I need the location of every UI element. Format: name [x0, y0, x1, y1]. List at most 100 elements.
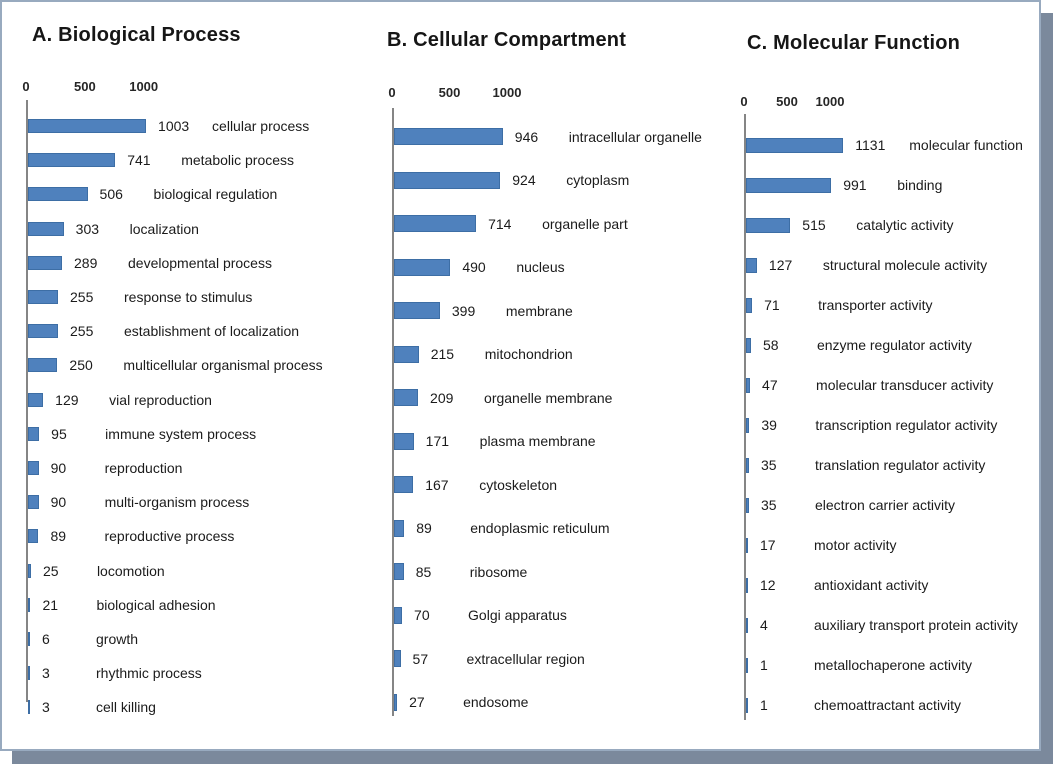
bar-value: 741: [127, 152, 151, 169]
bar-label: multi-organism process: [104, 494, 250, 511]
bar-label: rhythmic process: [96, 665, 202, 682]
bar: [28, 666, 30, 681]
bar-value: 506: [99, 186, 123, 203]
bar-label: biological adhesion: [96, 596, 216, 613]
bar-value: 215: [430, 346, 455, 363]
bar-value: 1: [760, 697, 768, 713]
bar: [746, 697, 748, 713]
bar: [28, 255, 62, 270]
bar-label: transcription regulator activity: [815, 417, 998, 433]
bar-value: 515: [802, 217, 826, 233]
bar-label: reproduction: [104, 459, 183, 476]
bar: [746, 537, 748, 553]
bar-label: motor activity: [814, 537, 897, 553]
bar-value: 89: [416, 520, 432, 537]
bar: [28, 597, 31, 612]
bar-row: 35 electron carrier activity: [746, 485, 1023, 525]
bar-value: 27: [409, 694, 425, 711]
bar-value: 35: [761, 497, 777, 513]
bar-value: 6: [42, 630, 50, 647]
bar-value: 90: [50, 494, 67, 511]
bar-value: 303: [75, 220, 100, 237]
bar-row: 17 motor activity: [746, 525, 1023, 565]
bar-value: 129: [55, 391, 79, 408]
bar: [394, 345, 419, 363]
bar: [394, 519, 405, 537]
bar-label: cellular process: [212, 118, 310, 135]
bar-value: 71: [764, 297, 780, 313]
bar-label: catalytic activity: [856, 217, 954, 233]
bar-label: molecular function: [909, 137, 1023, 153]
bar-label: antioxidant activity: [814, 577, 929, 593]
bar-label: establishment of localization: [124, 323, 300, 340]
bar: [394, 432, 414, 450]
bar-value: 17: [760, 537, 776, 553]
bar-label: organelle membrane: [484, 389, 613, 406]
x-axis-tick-label: 1000: [129, 79, 159, 94]
bar-value: 924: [512, 172, 536, 189]
bar-label: vial reproduction: [109, 391, 212, 408]
y-axis-line: [26, 100, 28, 702]
bar: [394, 389, 419, 407]
bar-value: 255: [70, 289, 94, 306]
bar: [394, 215, 477, 233]
bar-value: 12: [760, 577, 776, 593]
bar-value: 25: [42, 562, 59, 579]
bar: [746, 457, 749, 473]
bar-label: metallochaperone activity: [814, 657, 972, 673]
bar-label: locomotion: [96, 562, 165, 579]
bar-label: endoplasmic reticulum: [470, 520, 610, 537]
bar-label: endosome: [463, 694, 529, 711]
bar: [28, 495, 39, 510]
bar-value: 39: [761, 417, 777, 433]
bar-label: reproductive process: [104, 528, 235, 545]
bar-label: membrane: [505, 302, 573, 319]
y-axis-line: [392, 108, 394, 716]
x-axis-tick-label: 500: [776, 94, 798, 109]
chart-title: A. Biological Process: [32, 24, 241, 46]
bar-label: immune system process: [105, 425, 257, 442]
bar-label: cytoskeleton: [479, 476, 558, 493]
bar-label: enzyme regulator activity: [816, 337, 972, 353]
bar-value: 70: [414, 607, 430, 624]
bar: [746, 497, 749, 513]
bar-row: 39 transcription regulator activity: [746, 405, 1023, 445]
bar-label: growth: [96, 630, 139, 647]
bar: [28, 460, 39, 475]
bar-value: 167: [425, 476, 449, 493]
bar: [28, 563, 31, 578]
bar-label: structural molecule activity: [822, 257, 988, 273]
bar-row: 89 endoplasmic reticulum: [394, 507, 702, 551]
bar: [394, 302, 440, 320]
bar: [28, 529, 39, 544]
bar: [746, 257, 757, 273]
bar-label: translation regulator activity: [815, 457, 986, 473]
bar: [746, 217, 791, 233]
bar-label: Golgi apparatus: [468, 607, 567, 624]
bar-value: 95: [51, 425, 67, 442]
bar-value: 490: [462, 259, 486, 276]
bar: [746, 297, 753, 313]
x-axis-tick-label: 500: [438, 85, 461, 100]
x-axis-tick-label: 500: [73, 79, 96, 94]
bar-value: 85: [415, 563, 432, 580]
bar-label: electron carrier activity: [815, 497, 956, 513]
